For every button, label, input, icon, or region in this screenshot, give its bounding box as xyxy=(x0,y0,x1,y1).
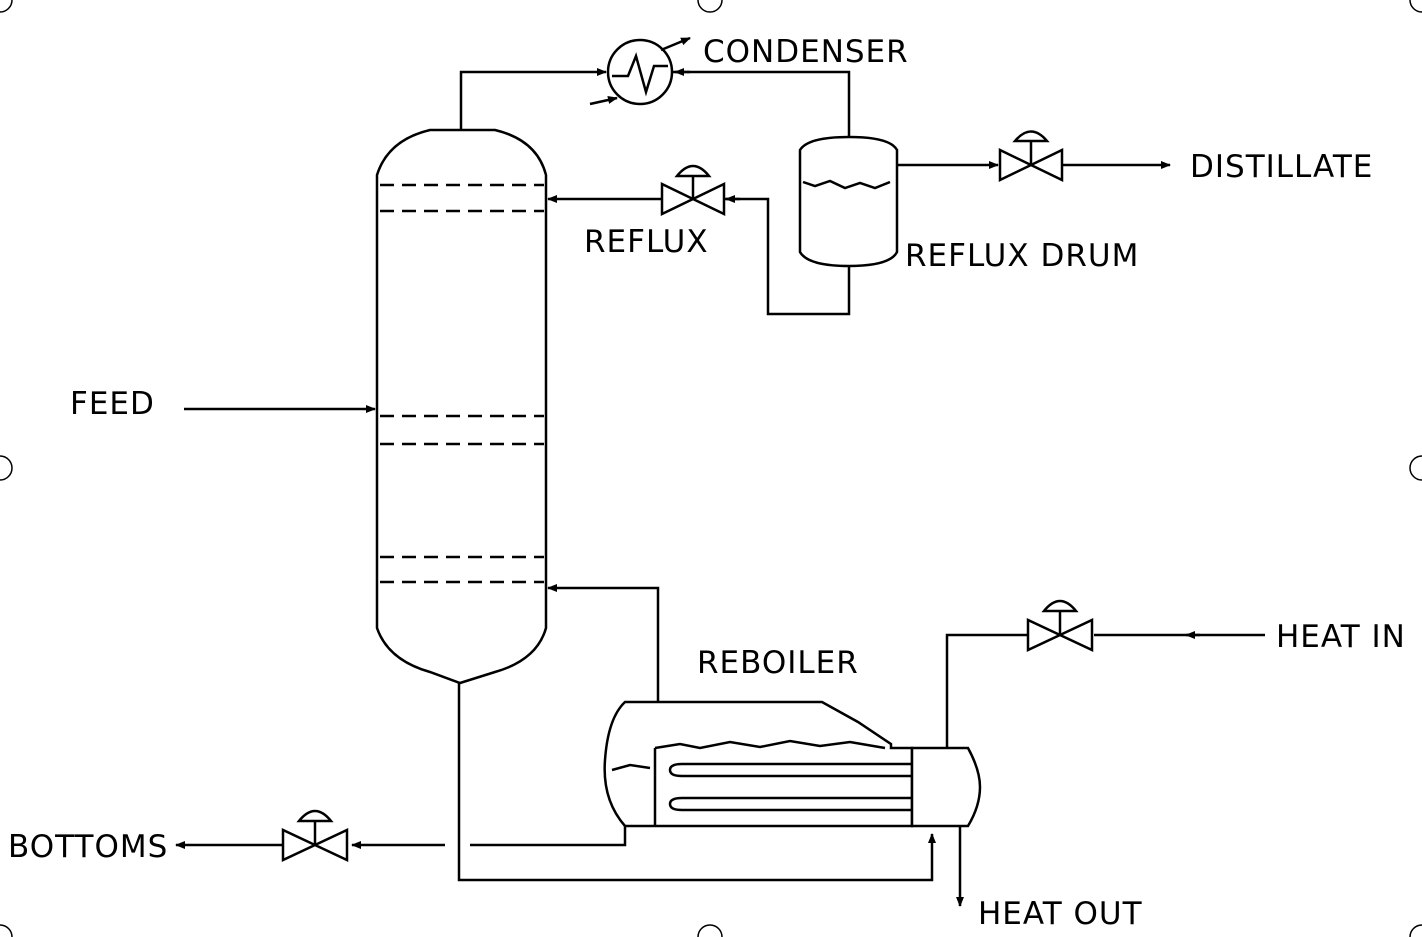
bottoms-valve-icon[interactable] xyxy=(281,809,349,862)
reflux-line xyxy=(724,197,851,316)
reflux-label: REFLUX xyxy=(584,224,709,260)
reboiler-label: REBOILER xyxy=(697,645,859,681)
column-to-reboiler-line xyxy=(457,683,936,882)
reflux-drum-icon xyxy=(798,135,899,268)
heat-in-label: HEAT IN xyxy=(1276,619,1406,655)
heat-in-valve-icon[interactable] xyxy=(1026,599,1094,652)
bottoms-label: BOTTOMS xyxy=(8,829,168,865)
reflux-valve-icon[interactable] xyxy=(660,164,726,216)
distillate-label: DISTILLATE xyxy=(1190,149,1373,185)
feed-label: FEED xyxy=(70,386,155,422)
reboiler-vapor-return-line xyxy=(547,584,660,702)
distillate-valve-icon[interactable] xyxy=(998,130,1064,182)
condensate-line xyxy=(672,70,851,138)
overhead-vapor-line xyxy=(459,68,607,130)
reboiler-icon xyxy=(603,700,982,828)
reflux-drum-label: REFLUX DRUM xyxy=(905,238,1139,274)
condenser-icon xyxy=(589,36,691,106)
bottoms-product-line xyxy=(470,826,627,847)
distillation-column xyxy=(375,128,548,685)
condenser-label: CONDENSER xyxy=(703,34,909,70)
heat-out-label: HEAT OUT xyxy=(978,896,1143,932)
